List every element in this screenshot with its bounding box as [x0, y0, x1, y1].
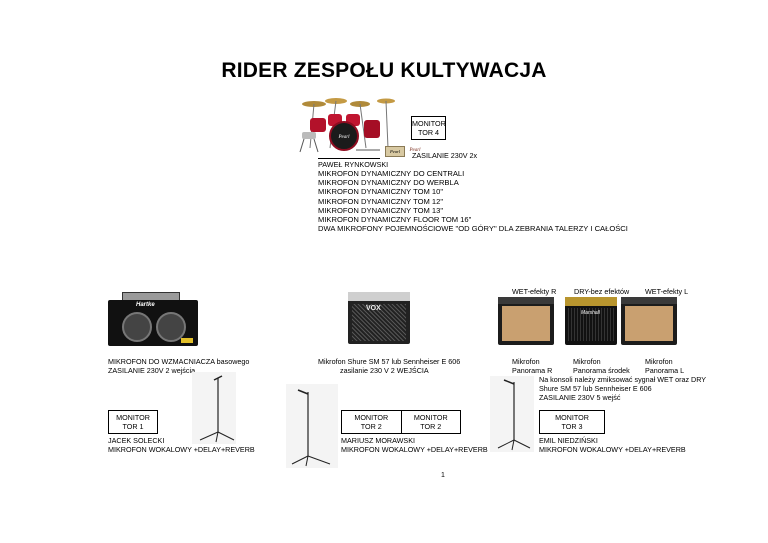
- brand-logo: Pearl: [385, 146, 405, 157]
- list-item: MIKROFON DYNAMICZNY TOM 13": [318, 205, 444, 215]
- amp-wet-r-image: [498, 297, 554, 345]
- page-number: 1: [441, 472, 445, 479]
- amp-dry-image: Marshall: [565, 297, 617, 345]
- list-item: DWA MIKROFONY POJEMNOŚCIOWE "OD GÓRY" DL…: [318, 224, 628, 234]
- list-item: MIKROFON DYNAMICZNY TOM 10": [318, 187, 444, 197]
- divider: [318, 158, 380, 159]
- page-title: RIDER ZESPOŁU KULTYWACJA: [221, 59, 547, 82]
- list-item: MIKROFON DYNAMICZNY FLOOR TOM 16": [318, 215, 472, 225]
- drummer-name: PAWEŁ RYNKOWSKI: [318, 160, 389, 169]
- bass-drum-icon: [329, 121, 359, 151]
- guitar-desc-1: Mikrofon Shure SM 57 lub Sennheiser E 60…: [318, 357, 461, 366]
- amp-label-wet-l: WET-efekty L: [645, 287, 689, 296]
- drum-kit-image: Pearl: [299, 98, 395, 153]
- amp-label-wet-r: WET-efekty R: [512, 287, 557, 296]
- drums-power: ZASILANIE 230V 2x: [412, 151, 478, 160]
- list-item: MIKROFON DYNAMICZNY TOM 12": [318, 196, 444, 206]
- brand-logo: Pearl: [409, 148, 421, 153]
- bass-amp-image: Hartke: [108, 292, 198, 346]
- svg-text:Pearl: Pearl: [337, 135, 350, 140]
- keys-notes: Na konsoli należy zmiksować sygnał WET o…: [539, 375, 707, 402]
- drum-mic-list: MIKROFON DYNAMICZNY DO CENTRALI MIKROFON…: [318, 169, 628, 233]
- amp-label-dry: DRY-bez efektów: [574, 287, 630, 296]
- mic-stand-icon: [192, 372, 236, 444]
- mic-stand-icon: [490, 376, 534, 452]
- guitar-amp-image: VOX: [348, 292, 410, 344]
- list-item: MIKROFON DYNAMICZNY DO WERBLA: [318, 178, 459, 188]
- guitar-desc-2: zasilanie 230 V 2 WEJŚCIA: [340, 366, 429, 375]
- mic-stand-icon: [286, 384, 338, 468]
- amp-wet-l-image: [621, 297, 677, 345]
- list-item: MIKROFON DYNAMICZNY DO CENTRALI: [318, 169, 465, 178]
